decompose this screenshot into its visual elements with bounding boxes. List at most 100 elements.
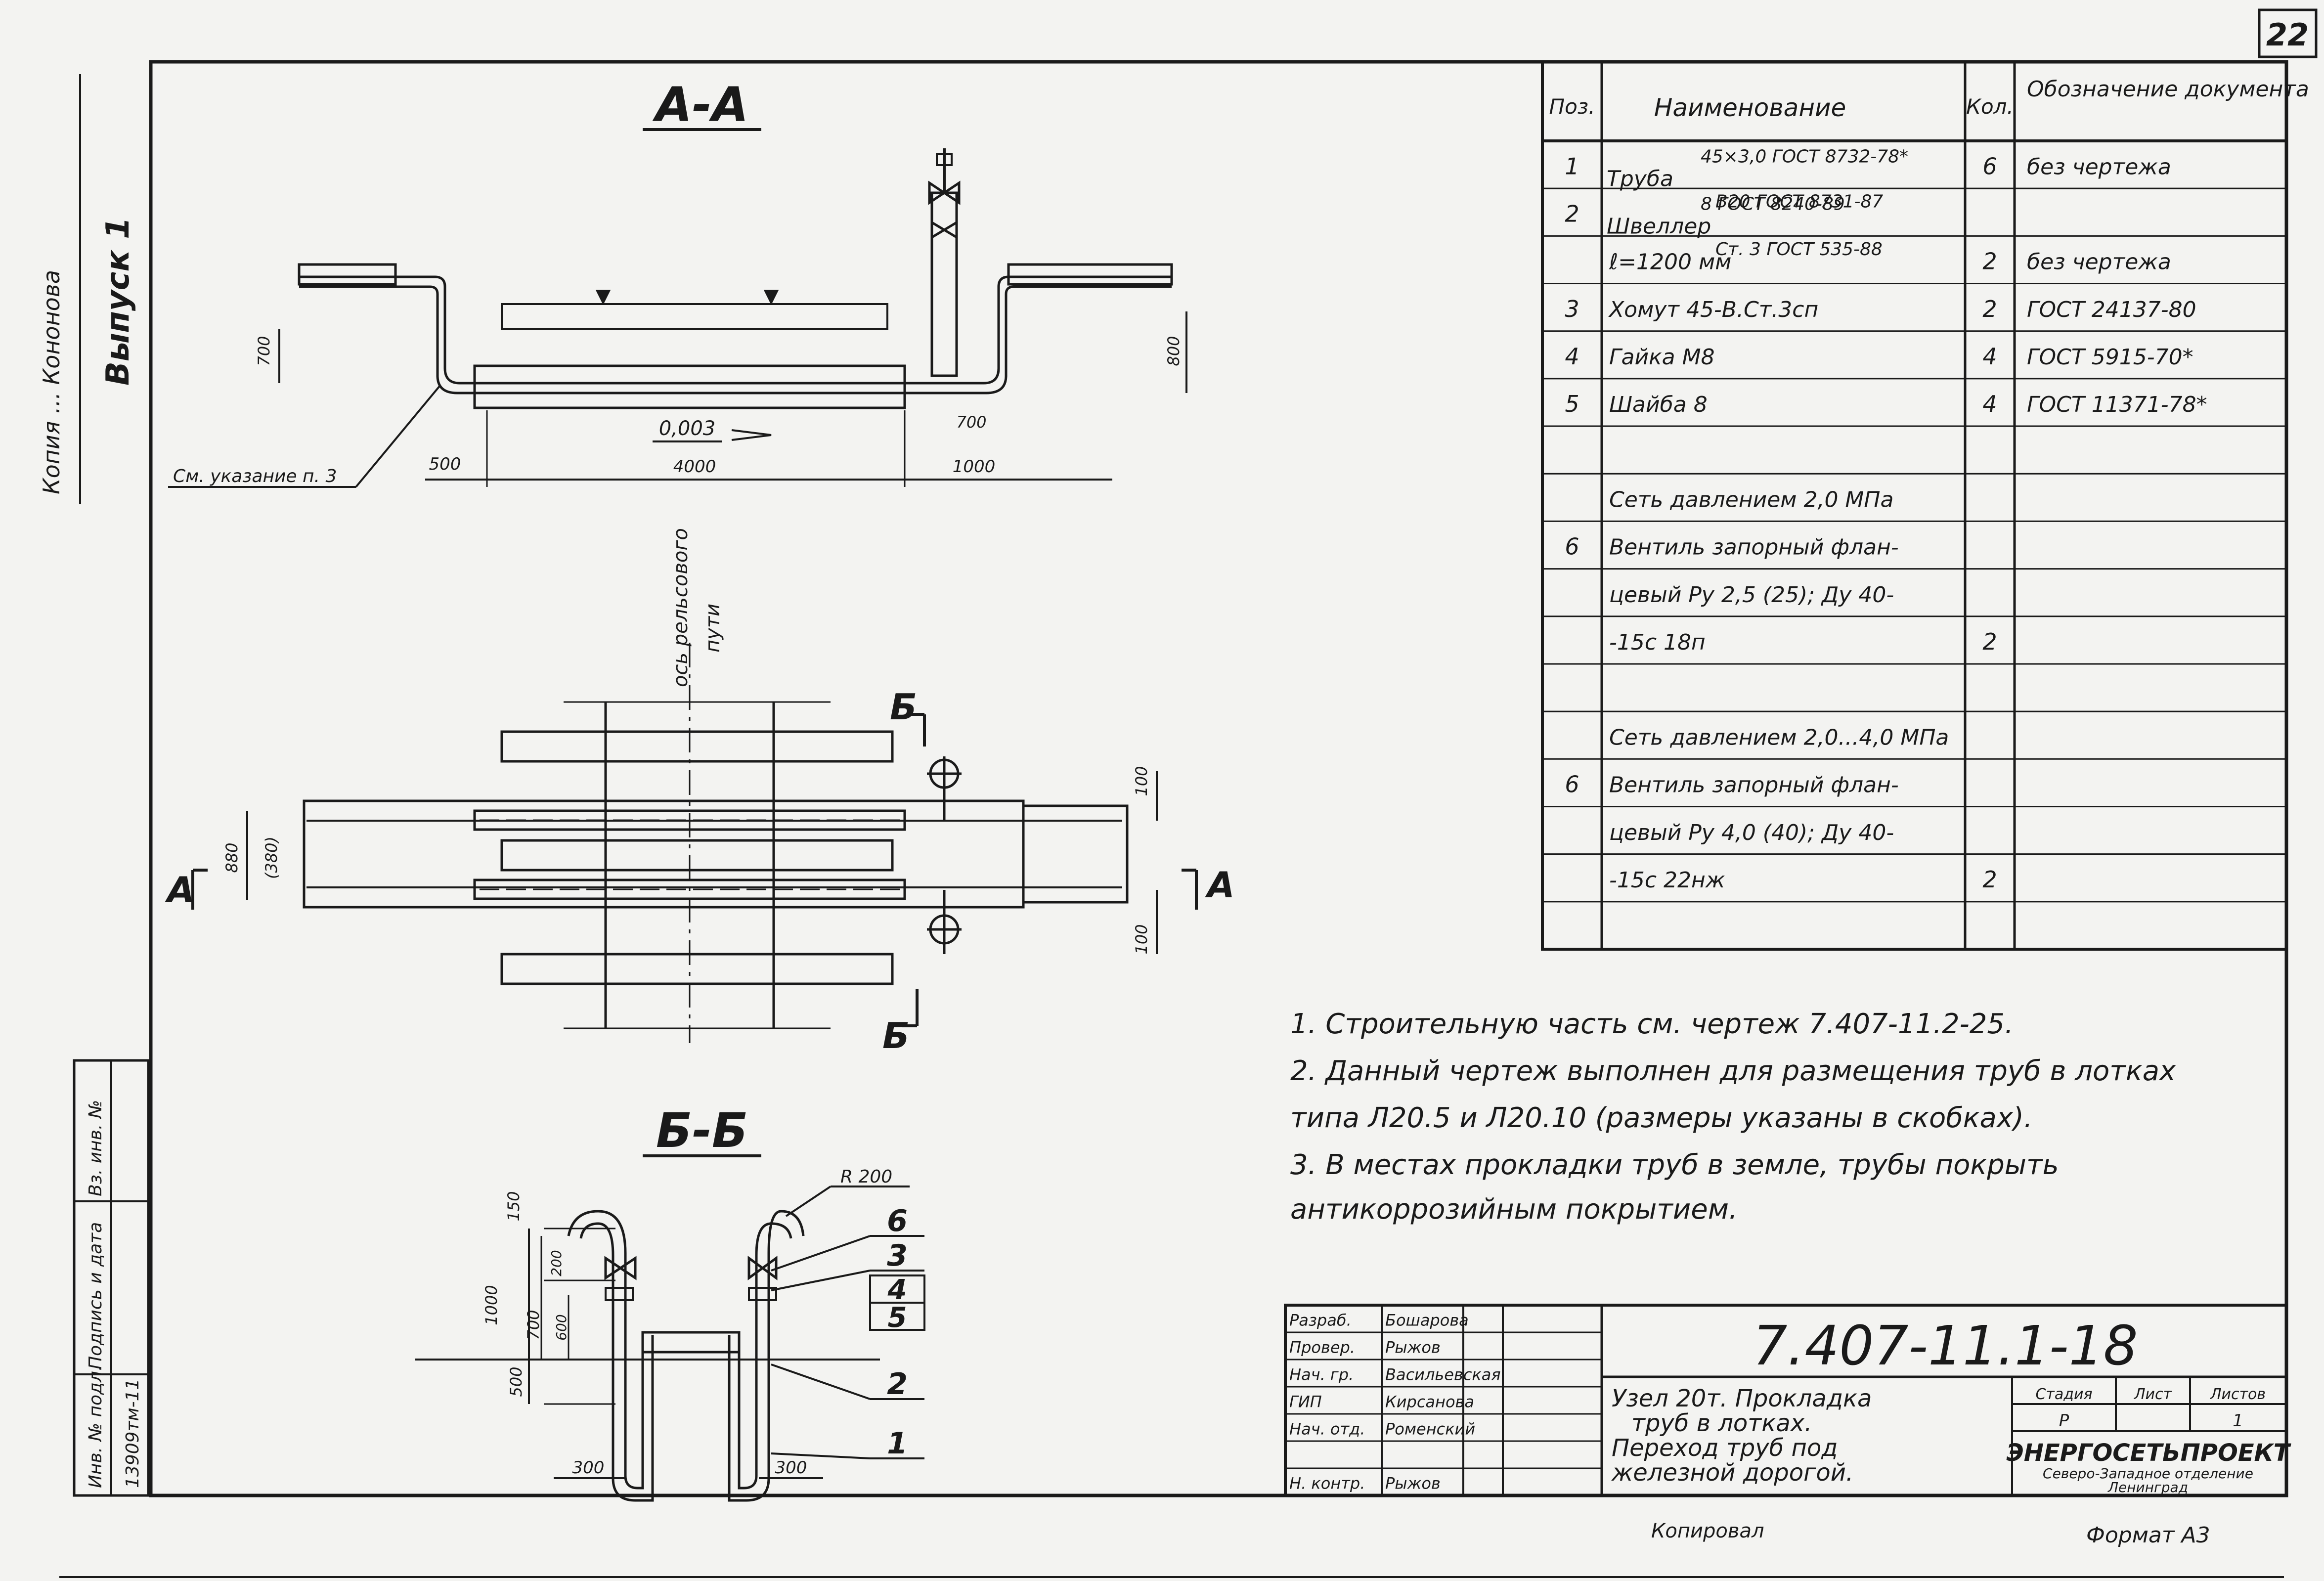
- view-aa-title: А-А: [652, 77, 748, 132]
- drawing-code: 7.407-11.1-18: [1753, 1314, 2138, 1377]
- spec-row-doc: без чертежа: [2027, 154, 2171, 179]
- spec-row-name: Швеллер: [1607, 214, 1711, 239]
- spec-row-name: цевый Ру 2,5 (25); Ду 40-: [1609, 582, 1894, 608]
- bb-dim-200: 200: [548, 1250, 565, 1276]
- left-margin-copy-text: Копия ... Кононова: [38, 270, 65, 494]
- plan-dim-100-bottom: 100: [1132, 924, 1151, 954]
- svg-text:▼: ▼: [764, 285, 779, 307]
- sheets-header: Листов: [2210, 1386, 2266, 1403]
- plan-axis-label-2: пути: [702, 604, 724, 653]
- spec-header-name: Наименование: [1654, 93, 1846, 122]
- plan-dim-880: 880: [222, 842, 241, 873]
- spec-row-name: Вентиль запорный флан-: [1609, 773, 1899, 798]
- tb-name: Кирсанова: [1385, 1392, 1474, 1411]
- note-3: 3. В местах прокладки труб в земле, труб…: [1290, 1149, 2059, 1181]
- org-sub-2: Ленинград: [2107, 1479, 2188, 1495]
- tb-name: Рыжов: [1385, 1338, 1441, 1357]
- plan-dim-380: (380): [262, 836, 281, 879]
- spec-row-doc: ГОСТ 24137-80: [2027, 297, 2196, 322]
- bb-callout-4: 4: [887, 1274, 907, 1306]
- spec-row-name: Гайка М8: [1609, 345, 1715, 370]
- sheet-header: Лист: [2134, 1386, 2173, 1403]
- sheet-number: 22: [2266, 17, 2309, 53]
- svg-text:▼: ▼: [596, 285, 611, 307]
- sheets-value: 1: [2233, 1411, 2243, 1431]
- bb-dim-150: 150: [504, 1191, 523, 1221]
- bb-dim-300-right: 300: [775, 1458, 807, 1478]
- aa-dim-4000: 4000: [673, 457, 716, 477]
- spec-row-pos: 3: [1565, 296, 1579, 322]
- footer-format: Формат А3: [2086, 1523, 2210, 1548]
- bb-dim-700: 700: [524, 1310, 543, 1340]
- spec-row-qty: 2: [1982, 248, 1997, 275]
- spec-row-name-bottom: Ст. 3 ГОСТ 535-88: [1715, 239, 1883, 260]
- tb-role: Нач. отд.: [1289, 1419, 1365, 1438]
- view-plan: ось рельсового пути А А Б Б 880: [165, 528, 1235, 1056]
- cut-b-bottom: Б: [882, 1015, 910, 1056]
- note-1: 1. Строительную часть см. чертеж 7.407-1…: [1290, 1008, 2014, 1040]
- tb-name: Бошарова: [1385, 1311, 1469, 1329]
- spec-row-name: Сеть давлением 2,0 МПа: [1609, 487, 1893, 513]
- spec-row-qty: 4: [1982, 391, 1997, 417]
- spec-row-pos: 5: [1565, 391, 1579, 417]
- spec-row-doc: ГОСТ 11371-78*: [2027, 392, 2207, 417]
- stamp-sign-label: Подпись и дата: [86, 1222, 106, 1369]
- spec-row-pos: 1: [1565, 153, 1579, 179]
- bb-callout-1: 1: [887, 1426, 908, 1461]
- tb-role: Разраб.: [1289, 1311, 1352, 1329]
- cut-a-left: А: [165, 869, 195, 911]
- spec-row-name: Труба: [1607, 166, 1673, 191]
- spec-row-qty: 2: [1982, 296, 1997, 322]
- stage-header: Стадия: [2035, 1386, 2092, 1403]
- title-block: 7.407-11.1-18 Узел 20т. Прокладка труб в…: [1284, 1304, 2291, 1497]
- view-aa: А-А ▼ ▼ 700 800 500 4000 1000 700 0,003: [168, 77, 1187, 488]
- stamp-vz-label: Вз. инв. №: [86, 1100, 106, 1196]
- aa-dim-700b: 700: [956, 413, 986, 432]
- left-stamp: Инв. № подл. Подпись и дата Вз. инв. № 1…: [73, 1059, 150, 1497]
- aa-note: См. указание п. 3: [173, 466, 337, 486]
- spec-row-qty: 4: [1982, 343, 1997, 370]
- sheet-number-box: [2258, 8, 2318, 58]
- spec-row-name: Шайба 8: [1609, 392, 1708, 417]
- spec-header-doc: Обозначение документа: [2027, 77, 2309, 102]
- aa-dim-800: 800: [1164, 336, 1183, 366]
- stamp-inv-value: 13909тм-11: [123, 1379, 143, 1488]
- spec-row-pos: 6: [1565, 771, 1579, 798]
- view-bb-title: Б-Б: [656, 1103, 748, 1158]
- spec-row-name: -15с 22нж: [1609, 868, 1725, 893]
- aa-slope: 0,003: [659, 417, 716, 440]
- tb-name: Роменский: [1385, 1419, 1475, 1438]
- spec-header-qty: Кол.: [1966, 94, 2014, 119]
- plan-axis-label: ось рельсового: [669, 528, 692, 687]
- spec-row-name-top: 45×3,0 ГОСТ 8732-78*: [1701, 146, 1908, 167]
- spec-row-pos: 6: [1565, 533, 1579, 560]
- spec-row-name: Вентиль запорный флан-: [1609, 535, 1899, 560]
- bb-dim-300-left: 300: [572, 1458, 605, 1478]
- tb-role: ГИП: [1289, 1392, 1322, 1411]
- view-bb: Б-Б R 200 150 1000 200 700 600: [415, 1103, 925, 1502]
- bb-callout-2: 2: [887, 1367, 908, 1402]
- spec-row-qty: 6: [1982, 153, 1997, 179]
- bb-dim-600: 600: [553, 1314, 570, 1340]
- org-sub-1: Северо-Западное отделение: [2043, 1465, 2253, 1482]
- spec-row-qty: 2: [1982, 866, 1997, 893]
- spec-row-doc: ГОСТ 5915-70*: [2027, 345, 2193, 370]
- spec-row-name: цевый Ру 4,0 (40); Ду 40-: [1609, 820, 1894, 845]
- tb-role: Провер.: [1289, 1338, 1355, 1357]
- plan-dim-100-top: 100: [1132, 766, 1151, 796]
- spec-row-doc: без чертежа: [2027, 250, 2171, 275]
- note-2b: типа Л20.5 и Л20.10 (размеры указаны в с…: [1290, 1102, 2033, 1134]
- spec-row-name-top: 8 ГОСТ 8240-89: [1701, 194, 1845, 214]
- aa-dim-500: 500: [429, 454, 461, 474]
- stamp-inv-label: Инв. № подл.: [86, 1365, 106, 1488]
- bb-callout-3: 3: [887, 1238, 908, 1273]
- spec-row-name: Сеть давлением 2,0...4,0 МПа: [1609, 725, 1949, 750]
- title-line-4: железной дорогой.: [1611, 1459, 1853, 1487]
- spec-row-name: Хомут 45-В.Ст.3сп: [1608, 297, 1818, 322]
- bb-dim-1000: 1000: [482, 1285, 501, 1325]
- bb-callout-5: 5: [888, 1302, 907, 1334]
- left-margin-copy: Копия ... Кононова Выпуск 1: [38, 217, 136, 494]
- cut-b-top: Б: [890, 686, 917, 728]
